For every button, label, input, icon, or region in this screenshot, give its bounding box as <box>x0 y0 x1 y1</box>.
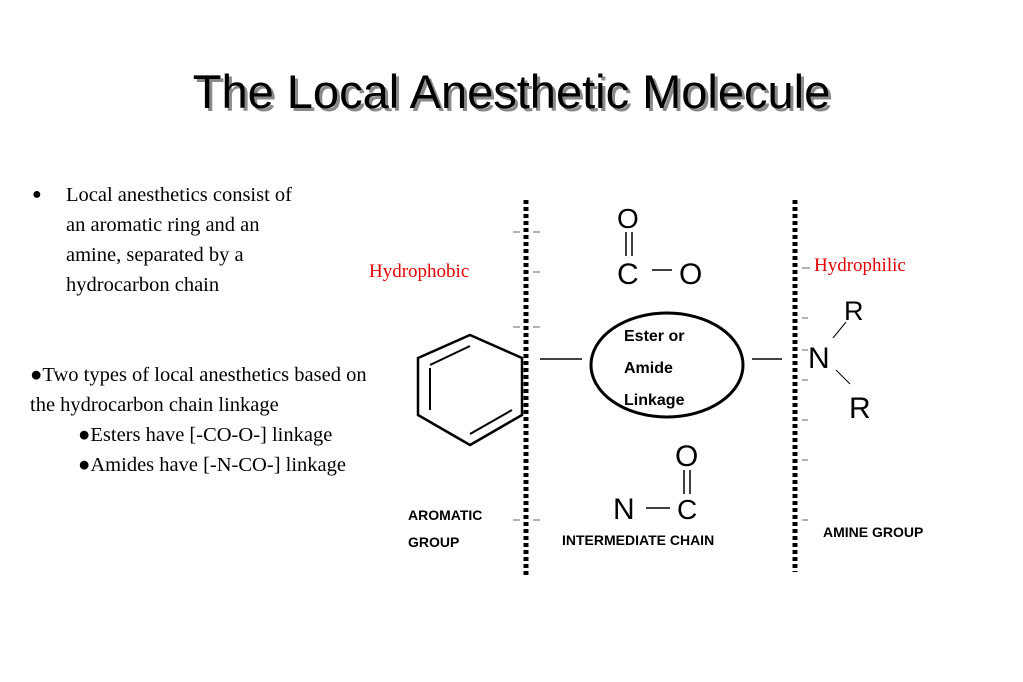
benzene-ring-icon <box>416 333 524 447</box>
amine-bond-bottom <box>835 369 851 385</box>
hydrophilic-label: Hydrophilic <box>814 255 906 276</box>
bullet-list: ● Local anesthetics consist of an aromat… <box>30 180 370 480</box>
bullet-item-composition: ● Local anesthetics consist of an aromat… <box>30 180 316 300</box>
intermediate-chain-caption: INTERMEDIATE CHAIN <box>562 532 714 548</box>
divider-ticks <box>513 231 810 521</box>
linkage-ellipse <box>589 311 745 419</box>
bullet-text-composition: Local anesthetics consist of an aromatic… <box>66 184 293 296</box>
aromatic-caption-line1: AROMATIC <box>408 507 482 523</box>
amide-oxygen-top: O <box>675 440 698 473</box>
bullet-dot-icon: ● <box>32 186 42 203</box>
ester-carbon: C <box>617 258 639 291</box>
sub-bullet-esters: ●Esters have [-CO-O-] linkage <box>78 424 333 446</box>
ester-oxygen-top: O <box>617 203 639 234</box>
aromatic-caption-line2: GROUP <box>408 534 459 550</box>
amide-carbon: C <box>677 494 697 525</box>
slide-title: The Local Anesthetic Molecule <box>192 65 831 118</box>
linkage-text-line1: Ester or <box>624 328 684 345</box>
hydrophobic-label: Hydrophobic <box>369 261 469 282</box>
linkage-text-line2: Amide <box>624 360 673 377</box>
bullet-item-types: ●Two types of local anesthetics based on… <box>30 364 367 416</box>
amide-nitrogen: N <box>613 493 635 526</box>
ester-oxygen-right: O <box>679 258 702 291</box>
amine-r-bottom: R <box>849 392 871 425</box>
amine-nitrogen: N <box>808 342 830 375</box>
linkage-text-line3: Linkage <box>624 392 685 409</box>
amine-group-caption: AMINE GROUP <box>823 524 923 540</box>
amine-bond-top <box>832 321 847 339</box>
sub-bullet-amides: ●Amides have [-N-CO-] linkage <box>78 454 346 476</box>
amine-r-top: R <box>844 296 864 326</box>
